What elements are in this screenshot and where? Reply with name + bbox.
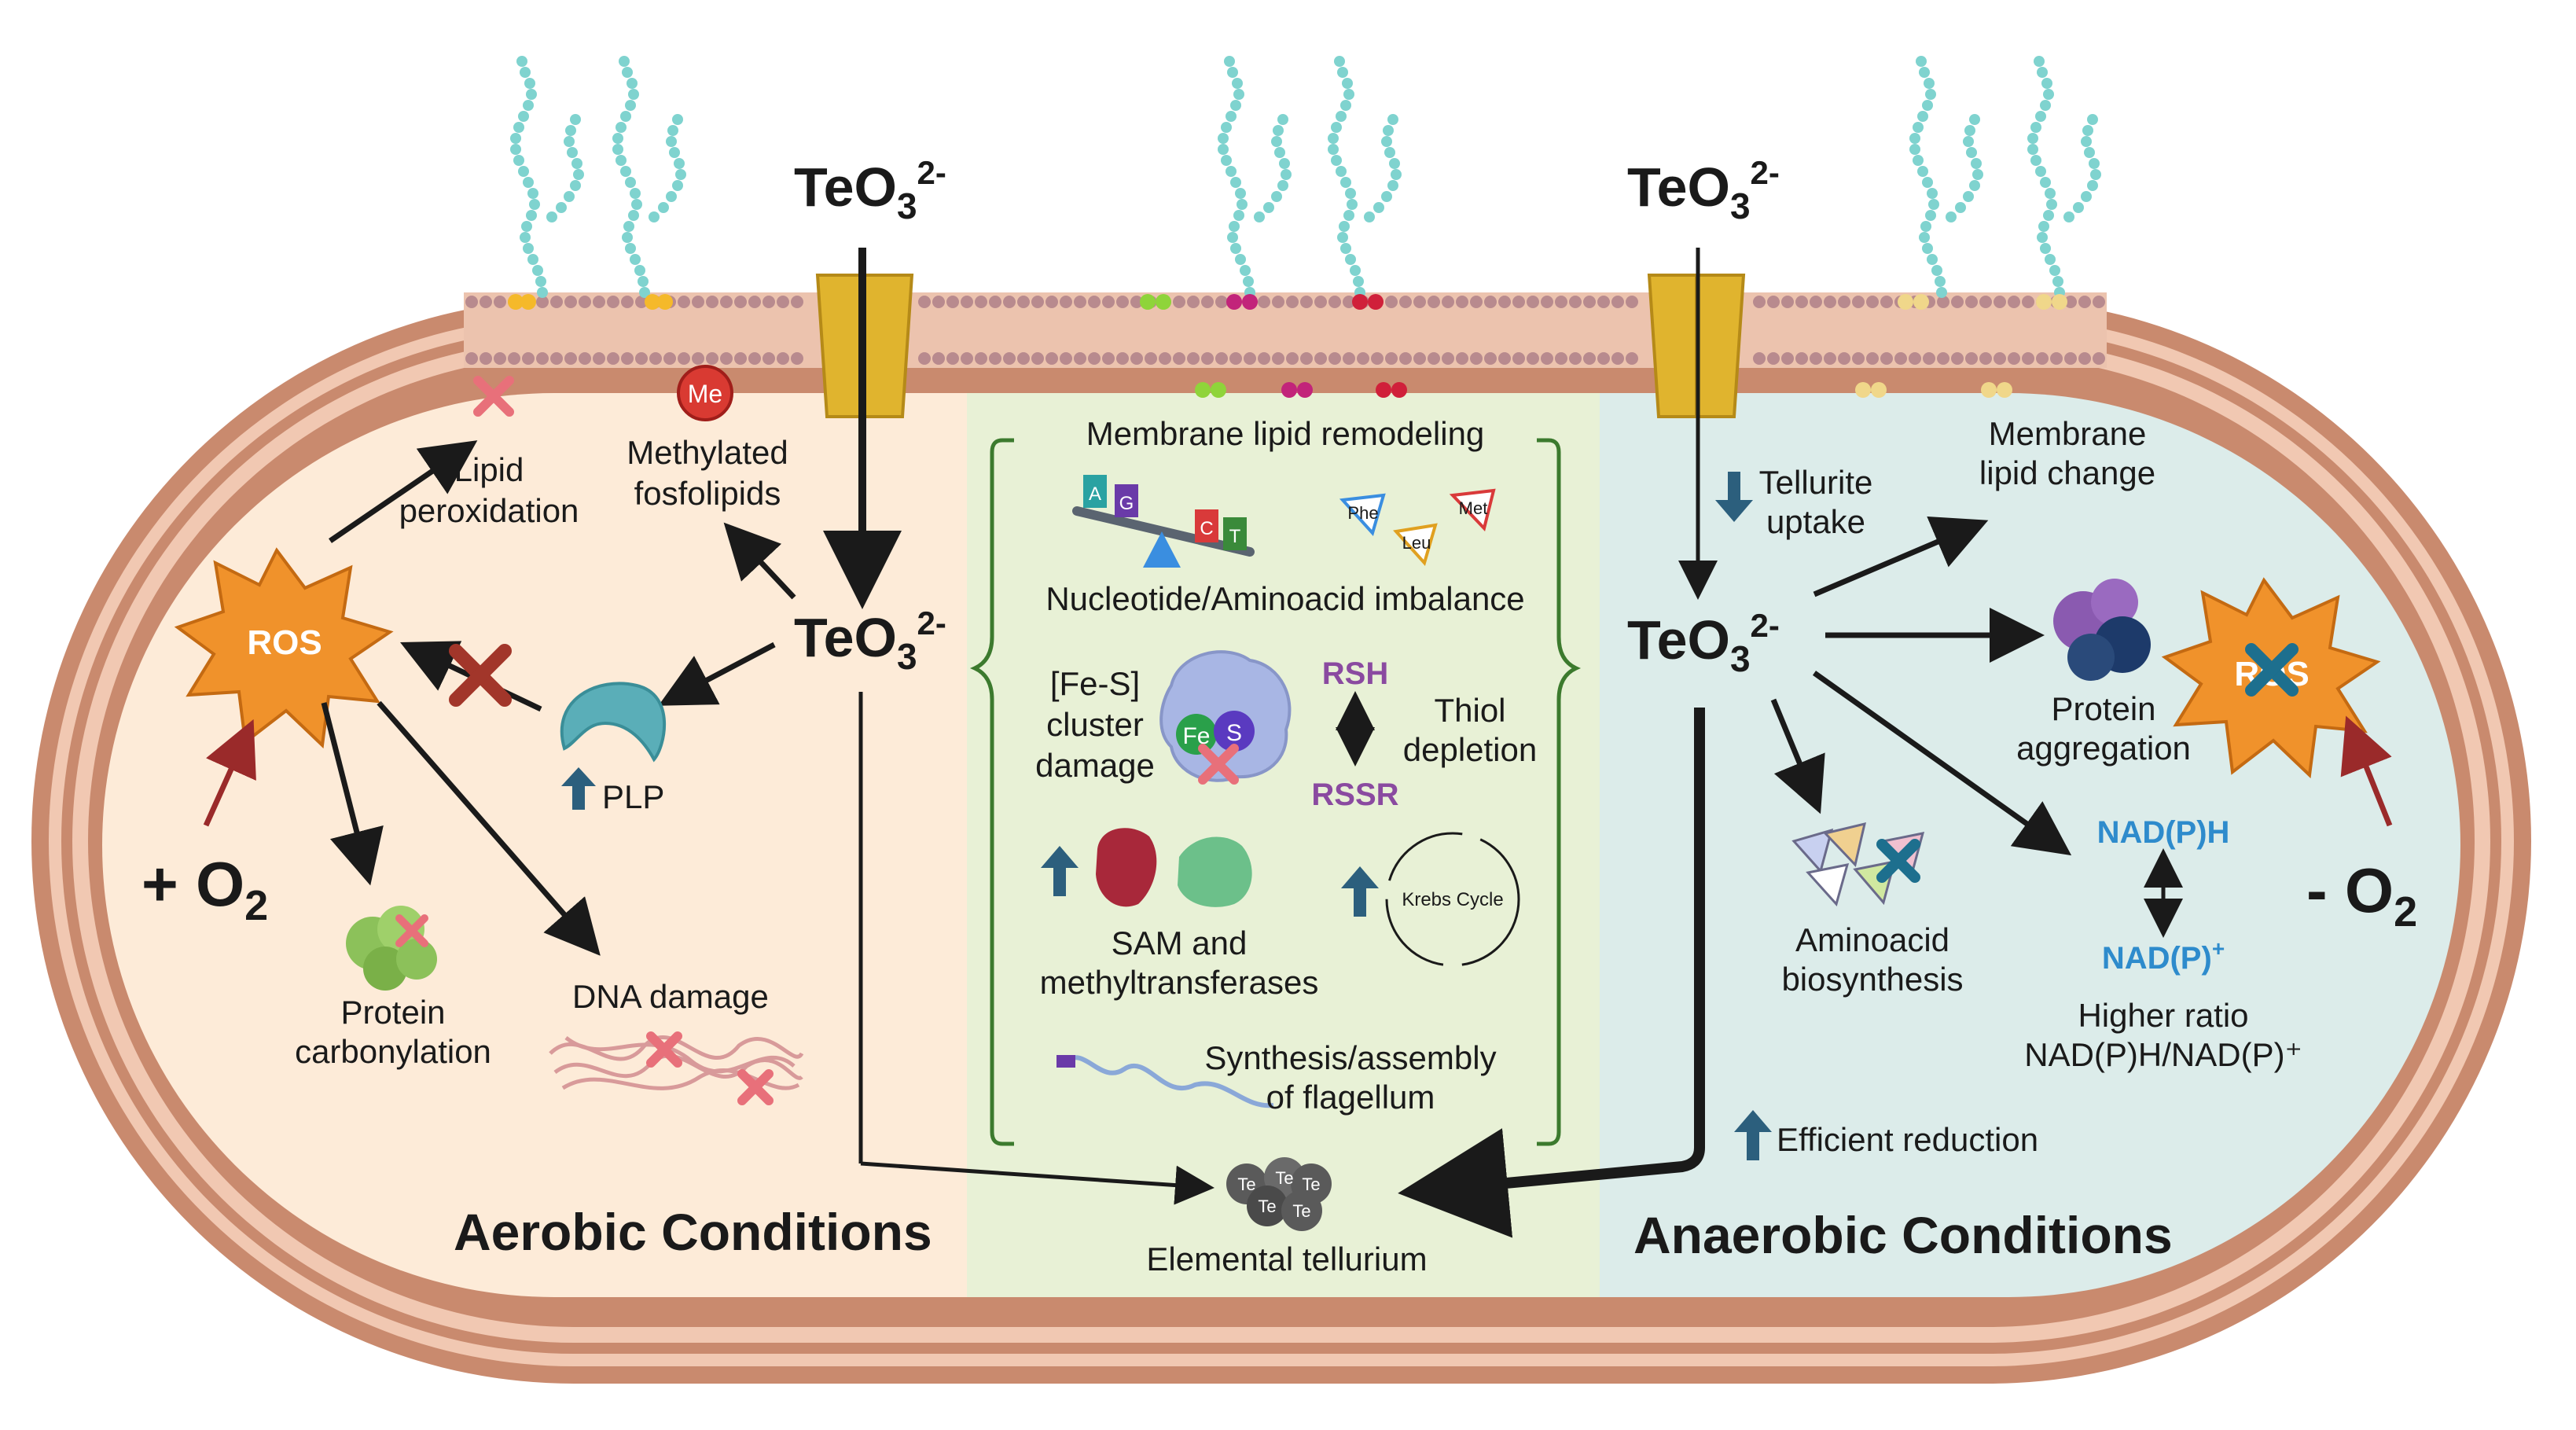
flagellum-icon — [1064, 1055, 1274, 1108]
svg-text:Te: Te — [1275, 1168, 1293, 1188]
lps-chains — [510, 56, 2101, 298]
dna-tangle-icon — [549, 1035, 804, 1090]
svg-text:C: C — [1200, 518, 1213, 539]
teo3-extracellular-right: TeO32- — [1627, 154, 1780, 226]
sam-protein — [1096, 828, 1157, 907]
plp-block-x — [449, 644, 512, 707]
plp-label: PLP — [602, 778, 664, 815]
svg-text:Te: Te — [1237, 1175, 1255, 1194]
svg-text:G: G — [1119, 493, 1134, 514]
rssr-label: RSSR — [1311, 777, 1398, 812]
ros-burst: ROS — [174, 547, 394, 749]
sam-up-arrow-icon — [1041, 846, 1079, 896]
o2-minus-label: - O2 — [2306, 855, 2417, 936]
aminoacid-badges: Phe Leu Met — [1339, 488, 1496, 567]
protein-carbonylation-icon — [346, 906, 437, 991]
rsh-label: RSH — [1322, 656, 1388, 691]
svg-text:Te: Te — [1292, 1201, 1310, 1221]
lipid-peroxidation-x — [473, 376, 514, 417]
fes-damage-x — [1198, 744, 1239, 785]
svg-text:ROS: ROS — [247, 623, 322, 662]
teo3-extracellular-left: TeO32- — [794, 154, 946, 226]
left-brace — [969, 438, 1014, 1146]
modified-lipids — [508, 294, 2067, 398]
aerobic-region — [102, 393, 967, 1297]
plp-protein — [560, 682, 666, 763]
nadph-label: NAD(P)H — [2097, 815, 2230, 850]
svg-text:Te: Te — [1302, 1175, 1320, 1194]
plp-up-arrow-icon — [561, 767, 596, 810]
ros-burst-blocked: ROS — [2161, 577, 2381, 779]
elemental-tellurium-label: Elemental tellurium — [1146, 1241, 1427, 1277]
nucleotide-seesaw-icon: A G C T — [1072, 475, 1255, 568]
methyl-badge — [677, 365, 733, 421]
uptake-down-arrow-icon — [1715, 472, 1753, 522]
teo3-intracellular-left: TeO32- — [794, 605, 946, 677]
svg-text:Phe: Phe — [1347, 503, 1378, 523]
svg-text:Leu: Leu — [1402, 533, 1431, 553]
krebs-cycle-icon — [1385, 832, 1520, 967]
teo3-intracellular-right: TeO32- — [1627, 607, 1780, 679]
krebs-label: Krebs Cycle — [1402, 889, 1503, 910]
efficient-up-arrow-icon — [1734, 1110, 1772, 1160]
anaerobic-title: Anaerobic Conditions — [1633, 1206, 2173, 1264]
svg-text:S: S — [1226, 720, 1242, 746]
membrane-remodeling-label: Membrane lipid remodeling — [1086, 415, 1485, 452]
krebs-up-arrow-icon — [1341, 866, 1379, 917]
methyltransferase-protein — [1178, 836, 1252, 907]
svg-text:Te: Te — [1258, 1197, 1276, 1216]
o2-plus-label: + O2 — [141, 849, 268, 929]
dna-damage-label: DNA damage — [572, 978, 769, 1015]
right-brace — [1537, 438, 1582, 1146]
efficient-reduction-label: Efficient reduction — [1777, 1121, 2038, 1158]
imbalance-label: Nucleotide/Aminoacid imbalance — [1045, 580, 1524, 617]
protein-aggregation-icon — [2053, 579, 2151, 681]
svg-text:Met: Met — [1459, 498, 1488, 518]
dna-damage-x — [646, 1031, 774, 1105]
aminoacid-triangles-icon — [1791, 822, 1925, 907]
s-atom — [1214, 711, 1255, 752]
nadp-label: NAD(P)+ — [2102, 936, 2225, 976]
aerobic-title: Aerobic Conditions — [454, 1203, 932, 1261]
svg-text:T: T — [1229, 526, 1241, 547]
svg-text:A: A — [1089, 483, 1101, 505]
methyl-badge-label: Me — [688, 380, 722, 408]
tellurium-cluster-icon: Te Te Te Te Te — [1226, 1157, 1332, 1231]
fe-atom — [1176, 714, 1217, 755]
lipid-bilayer — [464, 292, 2107, 368]
